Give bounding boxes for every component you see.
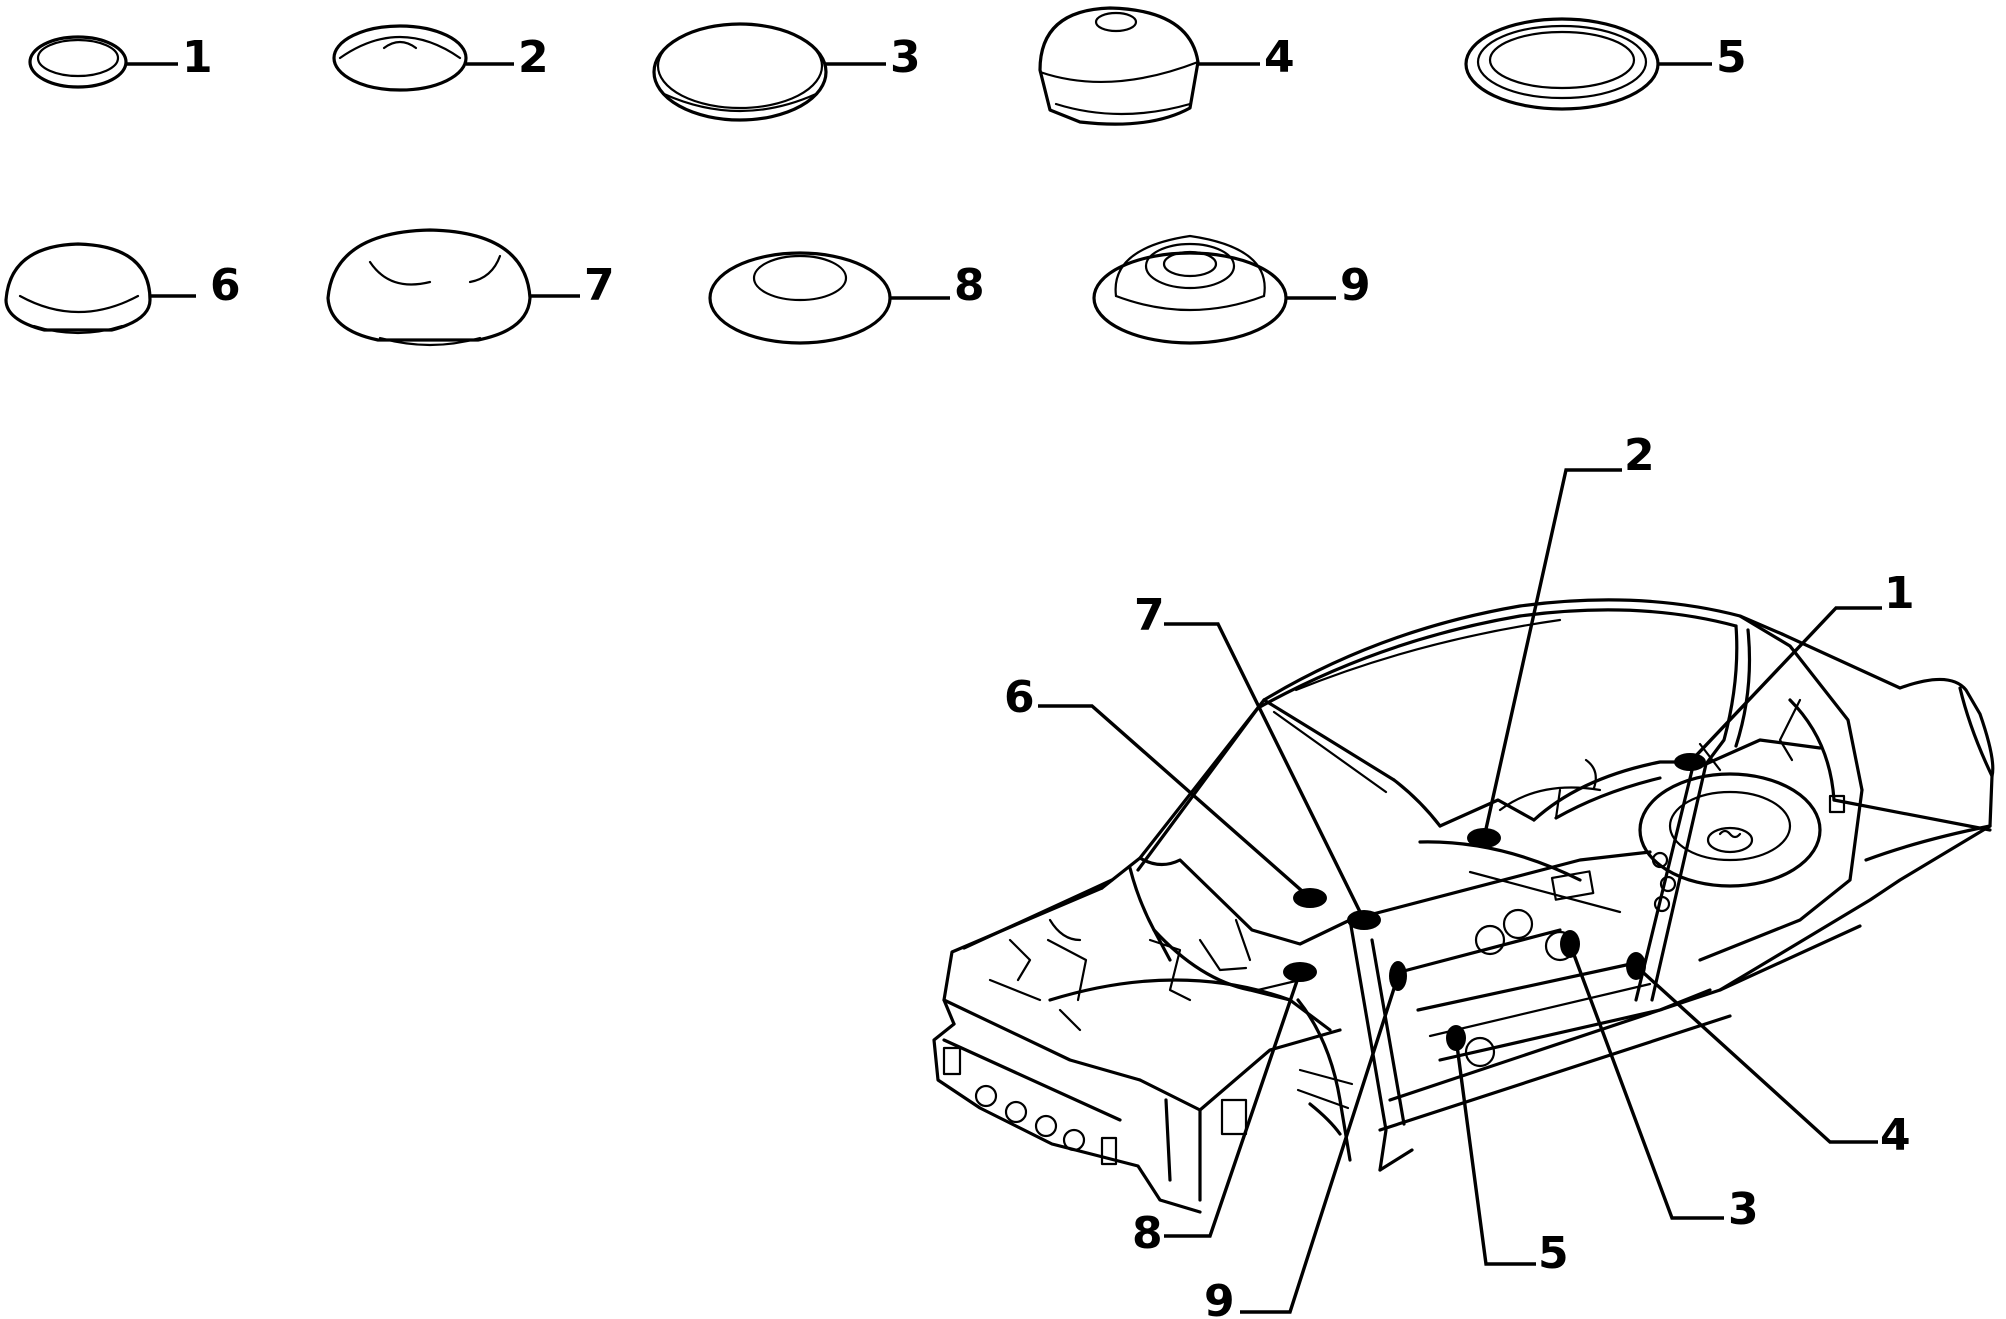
callout-1: 1 xyxy=(1688,568,1915,764)
part-9-plug: 9 xyxy=(1092,234,1371,345)
callout-3: 3 xyxy=(1568,943,1759,1235)
callout-7-number: 7 xyxy=(1134,590,1165,641)
callout-7: 7 xyxy=(1134,590,1366,921)
callout-8-number: 8 xyxy=(1132,1208,1163,1259)
part-8-number: 8 xyxy=(954,260,985,311)
callout-2: 2 xyxy=(1482,430,1655,839)
part-6-plug: 6 xyxy=(4,242,241,335)
part-7-number: 7 xyxy=(584,260,615,311)
callout-1-number: 1 xyxy=(1884,568,1915,619)
callout-9-number: 9 xyxy=(1204,1276,1235,1319)
part-4-grommet: 4 xyxy=(1038,6,1295,126)
part-5-number: 5 xyxy=(1716,32,1747,83)
part-4-number: 4 xyxy=(1264,32,1295,83)
part-1-number: 1 xyxy=(182,32,213,83)
part-6-number: 6 xyxy=(210,260,241,311)
part-1-plug: 1 xyxy=(28,32,213,89)
callout-4-number: 4 xyxy=(1880,1110,1911,1161)
callout-8: 8 xyxy=(1132,971,1302,1259)
part-9-number: 9 xyxy=(1340,260,1371,311)
part-3-plug: 3 xyxy=(652,22,921,122)
part-8-plug: 8 xyxy=(708,251,985,345)
part-7-plug: 7 xyxy=(326,228,615,347)
part-3-number: 3 xyxy=(890,32,921,83)
callout-6: 6 xyxy=(1004,672,1312,900)
callout-2-number: 2 xyxy=(1624,430,1655,481)
part-2-number: 2 xyxy=(518,32,549,83)
callout-4: 4 xyxy=(1634,964,1911,1161)
callout-5-number: 5 xyxy=(1538,1228,1569,1279)
part-2-plug: 2 xyxy=(332,24,549,92)
car-body-illustration xyxy=(932,598,1995,1214)
callout-6-number: 6 xyxy=(1004,672,1035,723)
callout-9: 9 xyxy=(1204,975,1400,1319)
callout-5: 5 xyxy=(1454,1037,1569,1279)
part-5-grommet: 5 xyxy=(1464,17,1747,111)
callout-3-number: 3 xyxy=(1728,1184,1759,1235)
